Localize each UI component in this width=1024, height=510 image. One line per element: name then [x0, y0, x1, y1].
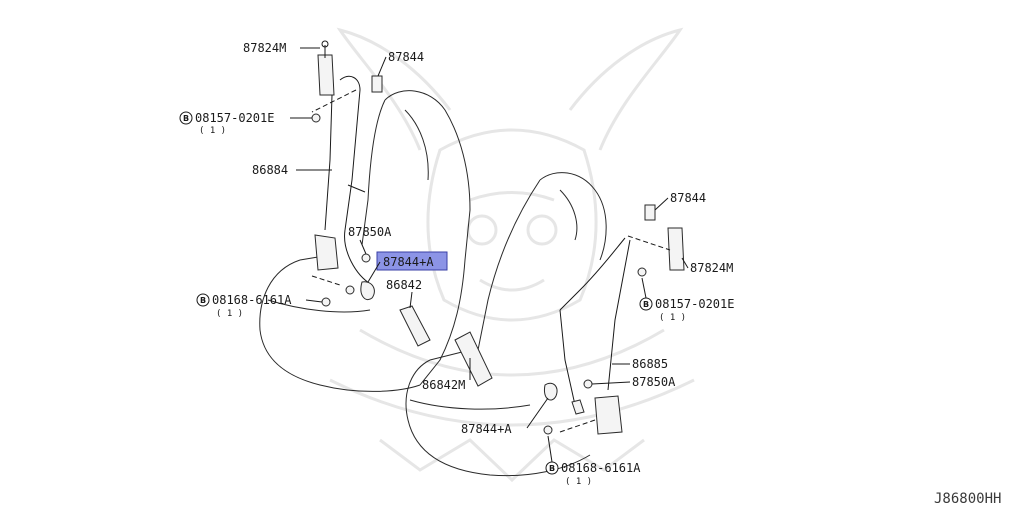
- right-seat: [405, 172, 607, 477]
- callout-label: 87850A: [632, 375, 676, 389]
- callout-08168-left[interactable]: B 08168-6161A ( 1 ): [196, 293, 323, 319]
- callout-87844-right[interactable]: 87844: [654, 191, 706, 211]
- callout-quantity: ( 1 ): [216, 309, 243, 319]
- callout-87850a-left[interactable]: 87850A: [348, 225, 392, 255]
- diagram-code: J86800HH: [934, 491, 1001, 507]
- bolt-marker-letter: B: [183, 114, 189, 123]
- callout-86885[interactable]: 86885: [612, 357, 668, 371]
- callout-label: 86842: [386, 278, 422, 292]
- callout-86842m[interactable]: 86842M: [422, 358, 471, 392]
- bolt-marker-letter: B: [643, 300, 649, 309]
- callout-quantity: ( 1 ): [565, 477, 592, 487]
- left-seat: [259, 90, 471, 392]
- callout-86884[interactable]: 86884: [252, 163, 332, 177]
- callout-label: 08168-6161A: [561, 461, 641, 475]
- callout-87844a-left[interactable]: 87844+A: [367, 251, 448, 283]
- bolt-marker-icon: [179, 111, 193, 125]
- callout-label: 87844: [388, 50, 424, 64]
- bolt-marker-letter: B: [549, 464, 555, 473]
- highlight-box: [376, 251, 448, 271]
- bolt-marker-letter: B: [200, 296, 206, 305]
- right-belt-assembly: [454, 204, 685, 435]
- callout-label: 87824M: [690, 261, 733, 275]
- callout-label: 08168-6161A: [212, 293, 292, 307]
- callout-quantity: ( 1 ): [199, 126, 226, 136]
- callout-87824m-right[interactable]: 87824M: [681, 257, 733, 275]
- callout-label: 86842M: [422, 378, 465, 392]
- callout-08157-left[interactable]: B 08157-0201E ( 1 ): [179, 111, 312, 136]
- watermark-emblem: [329, 27, 695, 483]
- callout-87844a-right[interactable]: 87844+A: [461, 397, 549, 436]
- callout-86842[interactable]: 86842: [386, 278, 422, 309]
- callout-87824m-left[interactable]: 87824M: [243, 41, 320, 55]
- callout-label: 87844+A: [383, 255, 434, 269]
- callout-08157-right[interactable]: B 08157-0201E ( 1 ): [639, 277, 734, 323]
- callout-87850a-right[interactable]: 87850A: [591, 375, 676, 389]
- callout-label: 87824M: [243, 41, 286, 55]
- callout-label: 87850A: [348, 225, 392, 239]
- callout-08168-right[interactable]: B 08168-6161A ( 1 ): [545, 435, 641, 487]
- callout-label: 08157-0201E: [655, 297, 734, 311]
- left-belt-assembly: [311, 40, 431, 347]
- callout-label: 08157-0201E: [195, 111, 274, 125]
- callout-87844-top-left[interactable]: 87844: [377, 50, 424, 77]
- bolt-marker-icon: [196, 293, 210, 307]
- callout-quantity: ( 1 ): [659, 313, 686, 323]
- callout-label: 86885: [632, 357, 668, 371]
- callout-label: 87844+A: [461, 422, 512, 436]
- callout-label: 87844: [670, 191, 706, 205]
- callout-label: 86884: [252, 163, 288, 177]
